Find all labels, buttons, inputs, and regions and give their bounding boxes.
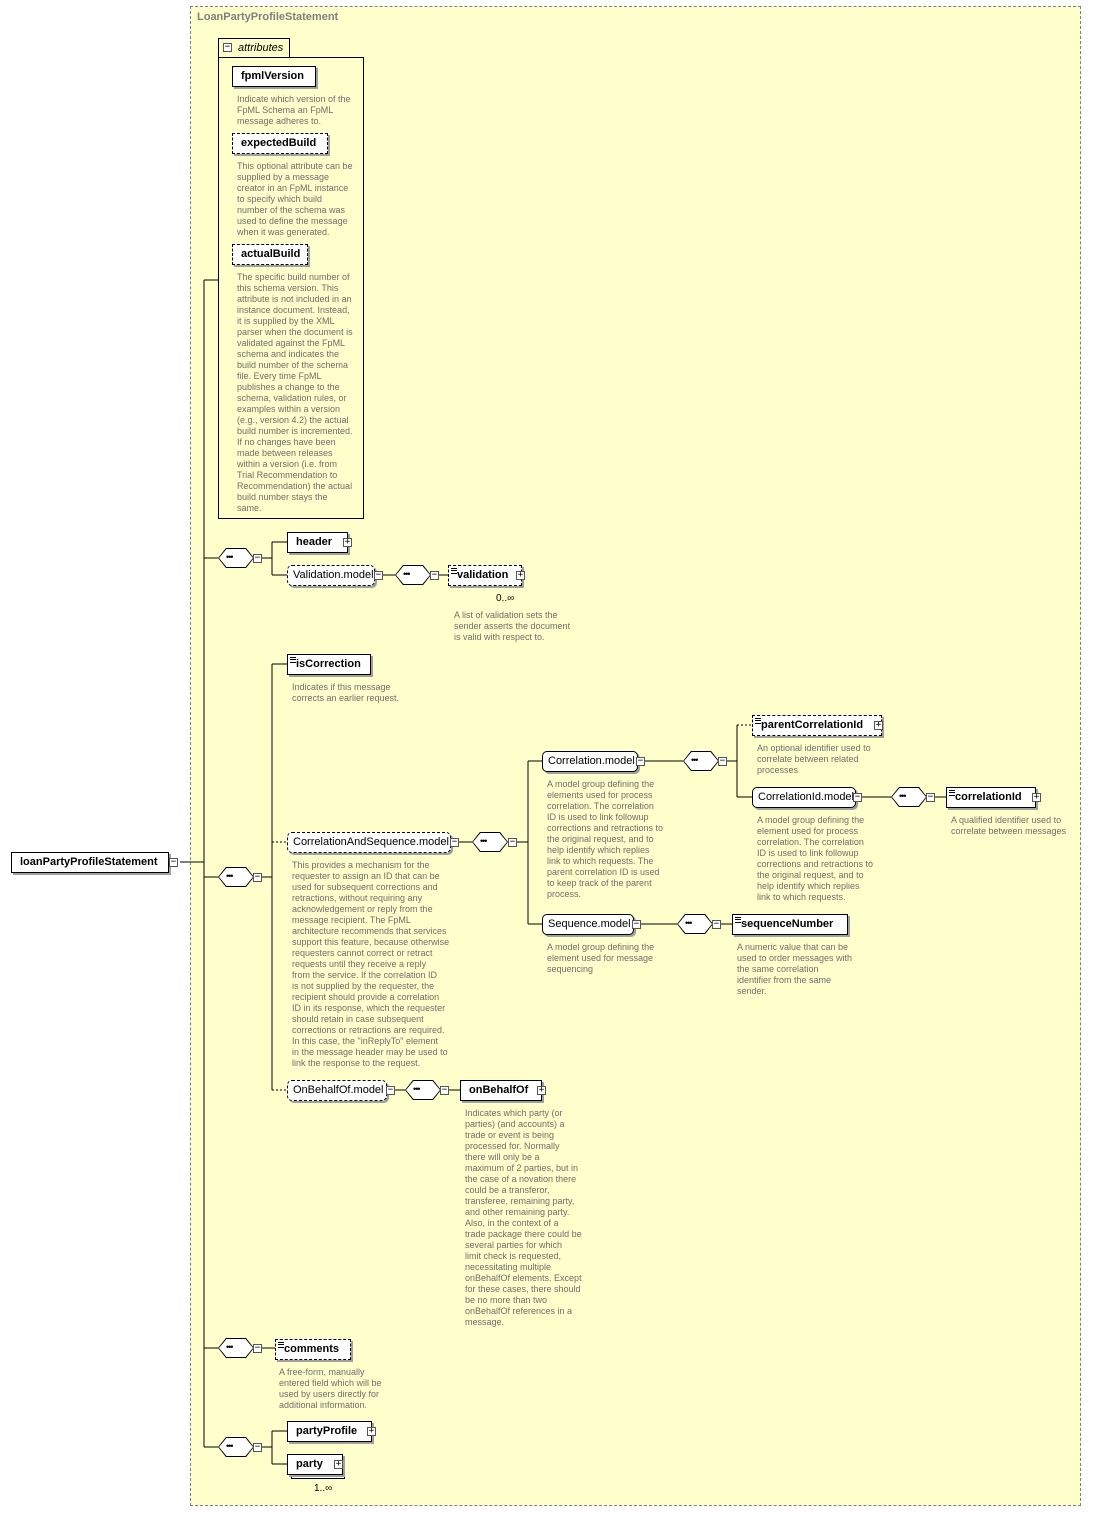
expand-icon[interactable]: + bbox=[516, 570, 525, 580]
attribute-fpmlversion[interactable]: fpmlVersion bbox=[232, 66, 316, 87]
attributes-label: attributes bbox=[238, 42, 284, 54]
group-onbehalfof-model[interactable]: OnBehalfOf.model bbox=[287, 1080, 387, 1101]
text-content-icon bbox=[290, 657, 296, 663]
doc-sequence-model: A model group defining the element used … bbox=[547, 942, 655, 974]
collapse-icon[interactable]: − bbox=[223, 42, 232, 52]
group-validation-model[interactable]: Validation.model bbox=[287, 565, 375, 586]
collapse-icon[interactable]: − bbox=[636, 756, 645, 766]
collapse-icon[interactable]: − bbox=[253, 553, 262, 563]
attribute-actualbuild[interactable]: actualBuild bbox=[232, 244, 308, 265]
text-content-icon bbox=[949, 790, 955, 796]
collapse-icon[interactable]: − bbox=[169, 857, 178, 867]
group-correlation-and-sequence-model[interactable]: CorrelationAndSequence.model bbox=[287, 832, 451, 853]
group-correlation-model[interactable]: Correlation.model bbox=[542, 751, 638, 772]
root-element[interactable]: loanPartyProfileStatement bbox=[11, 852, 169, 873]
attributes-tab[interactable] bbox=[218, 38, 290, 57]
doc-iscorrection: Indicates if this message corrects an ea… bbox=[292, 682, 400, 703]
text-content-icon bbox=[735, 917, 741, 923]
doc-correlationid-model: A model group defining the element used … bbox=[757, 815, 874, 902]
collapse-icon[interactable]: − bbox=[632, 919, 641, 929]
doc-correlation-model: A model group defining the elements used… bbox=[547, 779, 664, 899]
element-correlationid[interactable]: correlationId bbox=[946, 787, 1036, 808]
collapse-icon[interactable]: − bbox=[450, 837, 459, 847]
collapse-icon[interactable]: − bbox=[386, 1085, 395, 1095]
collapse-icon[interactable]: − bbox=[853, 792, 862, 802]
expand-icon[interactable]: + bbox=[874, 720, 883, 730]
element-comments[interactable]: comments bbox=[275, 1339, 351, 1360]
text-content-icon bbox=[451, 568, 457, 574]
collapse-icon[interactable]: − bbox=[508, 837, 517, 847]
collapse-icon[interactable]: − bbox=[253, 1442, 262, 1452]
expand-icon[interactable]: + bbox=[343, 537, 352, 547]
doc-sequencenumber: A numeric value that can be used to orde… bbox=[737, 942, 853, 996]
element-onbehalfof[interactable]: onBehalfOf bbox=[460, 1080, 542, 1101]
doc-parentcorrelationid: An optional identifier used to correlate… bbox=[757, 743, 871, 775]
element-party[interactable]: party bbox=[287, 1454, 343, 1475]
doc-validation: A list of validation sets the sender ass… bbox=[454, 610, 571, 642]
doc-onbehalfof: Indicates which party (or parties) (and … bbox=[465, 1108, 582, 1327]
doc-comments: A free-form, manually entered field whic… bbox=[279, 1367, 382, 1410]
element-partyprofile[interactable]: partyProfile bbox=[287, 1421, 372, 1442]
element-sequencenumber[interactable]: sequenceNumber bbox=[732, 914, 848, 935]
element-validation[interactable]: validation bbox=[448, 565, 522, 586]
attribute-doc-expectedbuild: This optional attribute can be supplied … bbox=[237, 161, 353, 237]
region-title: LoanPartyProfileStatement bbox=[197, 11, 339, 23]
cardinality-validation: 0..∞ bbox=[496, 593, 515, 604]
expand-icon[interactable]: + bbox=[1032, 792, 1041, 802]
group-correlationid-model[interactable]: CorrelationId.model bbox=[752, 787, 856, 808]
collapse-icon[interactable]: − bbox=[926, 792, 935, 802]
attribute-doc-actualbuild: The specific build number of this schema… bbox=[237, 272, 353, 513]
element-iscorrection[interactable]: isCorrection bbox=[287, 654, 371, 675]
text-content-icon bbox=[755, 718, 761, 724]
doc-correlation-and-sequence-model: This provides a mechanism for the reques… bbox=[292, 860, 450, 1068]
collapse-icon[interactable]: − bbox=[712, 919, 721, 929]
collapse-icon[interactable]: − bbox=[253, 1343, 262, 1353]
collapse-icon[interactable]: − bbox=[440, 1085, 449, 1095]
expand-icon[interactable]: + bbox=[367, 1426, 376, 1436]
element-parentcorrelationid[interactable]: parentCorrelationId bbox=[752, 715, 882, 736]
element-header[interactable]: header bbox=[287, 532, 348, 553]
expand-icon[interactable]: + bbox=[537, 1085, 546, 1095]
attribute-expectedbuild[interactable]: expectedBuild bbox=[232, 133, 328, 154]
group-sequence-model[interactable]: Sequence.model bbox=[542, 914, 634, 935]
collapse-icon[interactable]: − bbox=[253, 872, 262, 882]
attribute-doc-fpmlversion: Indicate which version of the FpML Schem… bbox=[237, 94, 351, 126]
text-content-icon bbox=[278, 1342, 284, 1348]
collapse-icon[interactable]: − bbox=[374, 570, 383, 580]
collapse-icon[interactable]: − bbox=[430, 570, 439, 580]
doc-correlationid: A qualified identifier used to correlate… bbox=[951, 815, 1067, 836]
expand-icon[interactable]: + bbox=[334, 1459, 343, 1469]
collapse-icon[interactable]: − bbox=[718, 756, 727, 766]
cardinality-party: 1..∞ bbox=[314, 1483, 333, 1494]
